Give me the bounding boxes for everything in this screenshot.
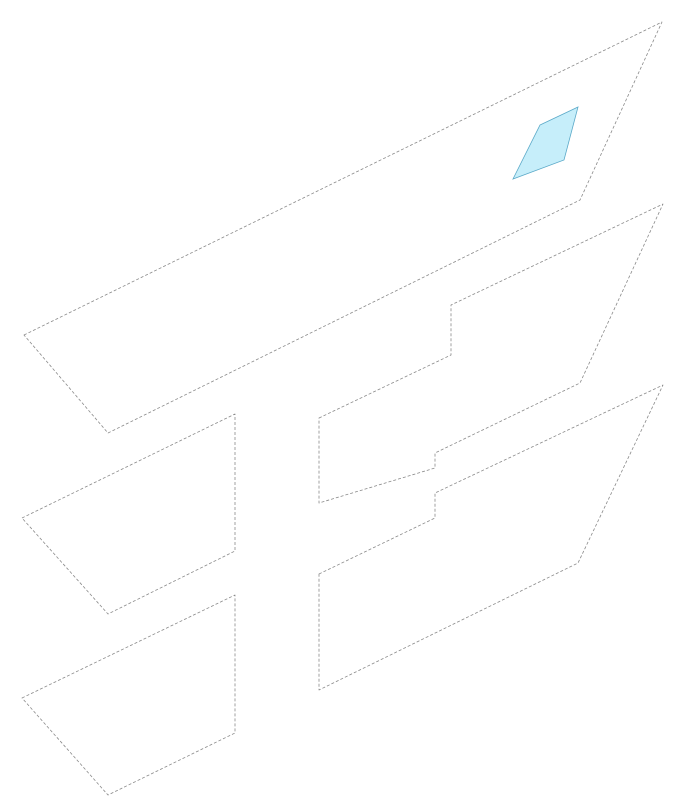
- logo-left-bottom-wing: [21, 594, 236, 796]
- logo-right-lower-stripe: [318, 384, 664, 691]
- logo-accent-diamond: [512, 106, 579, 180]
- logo-left-middle-wing: [21, 413, 236, 615]
- logo-top-wing: [23, 21, 663, 434]
- logo-right-upper-stripe: [318, 203, 664, 504]
